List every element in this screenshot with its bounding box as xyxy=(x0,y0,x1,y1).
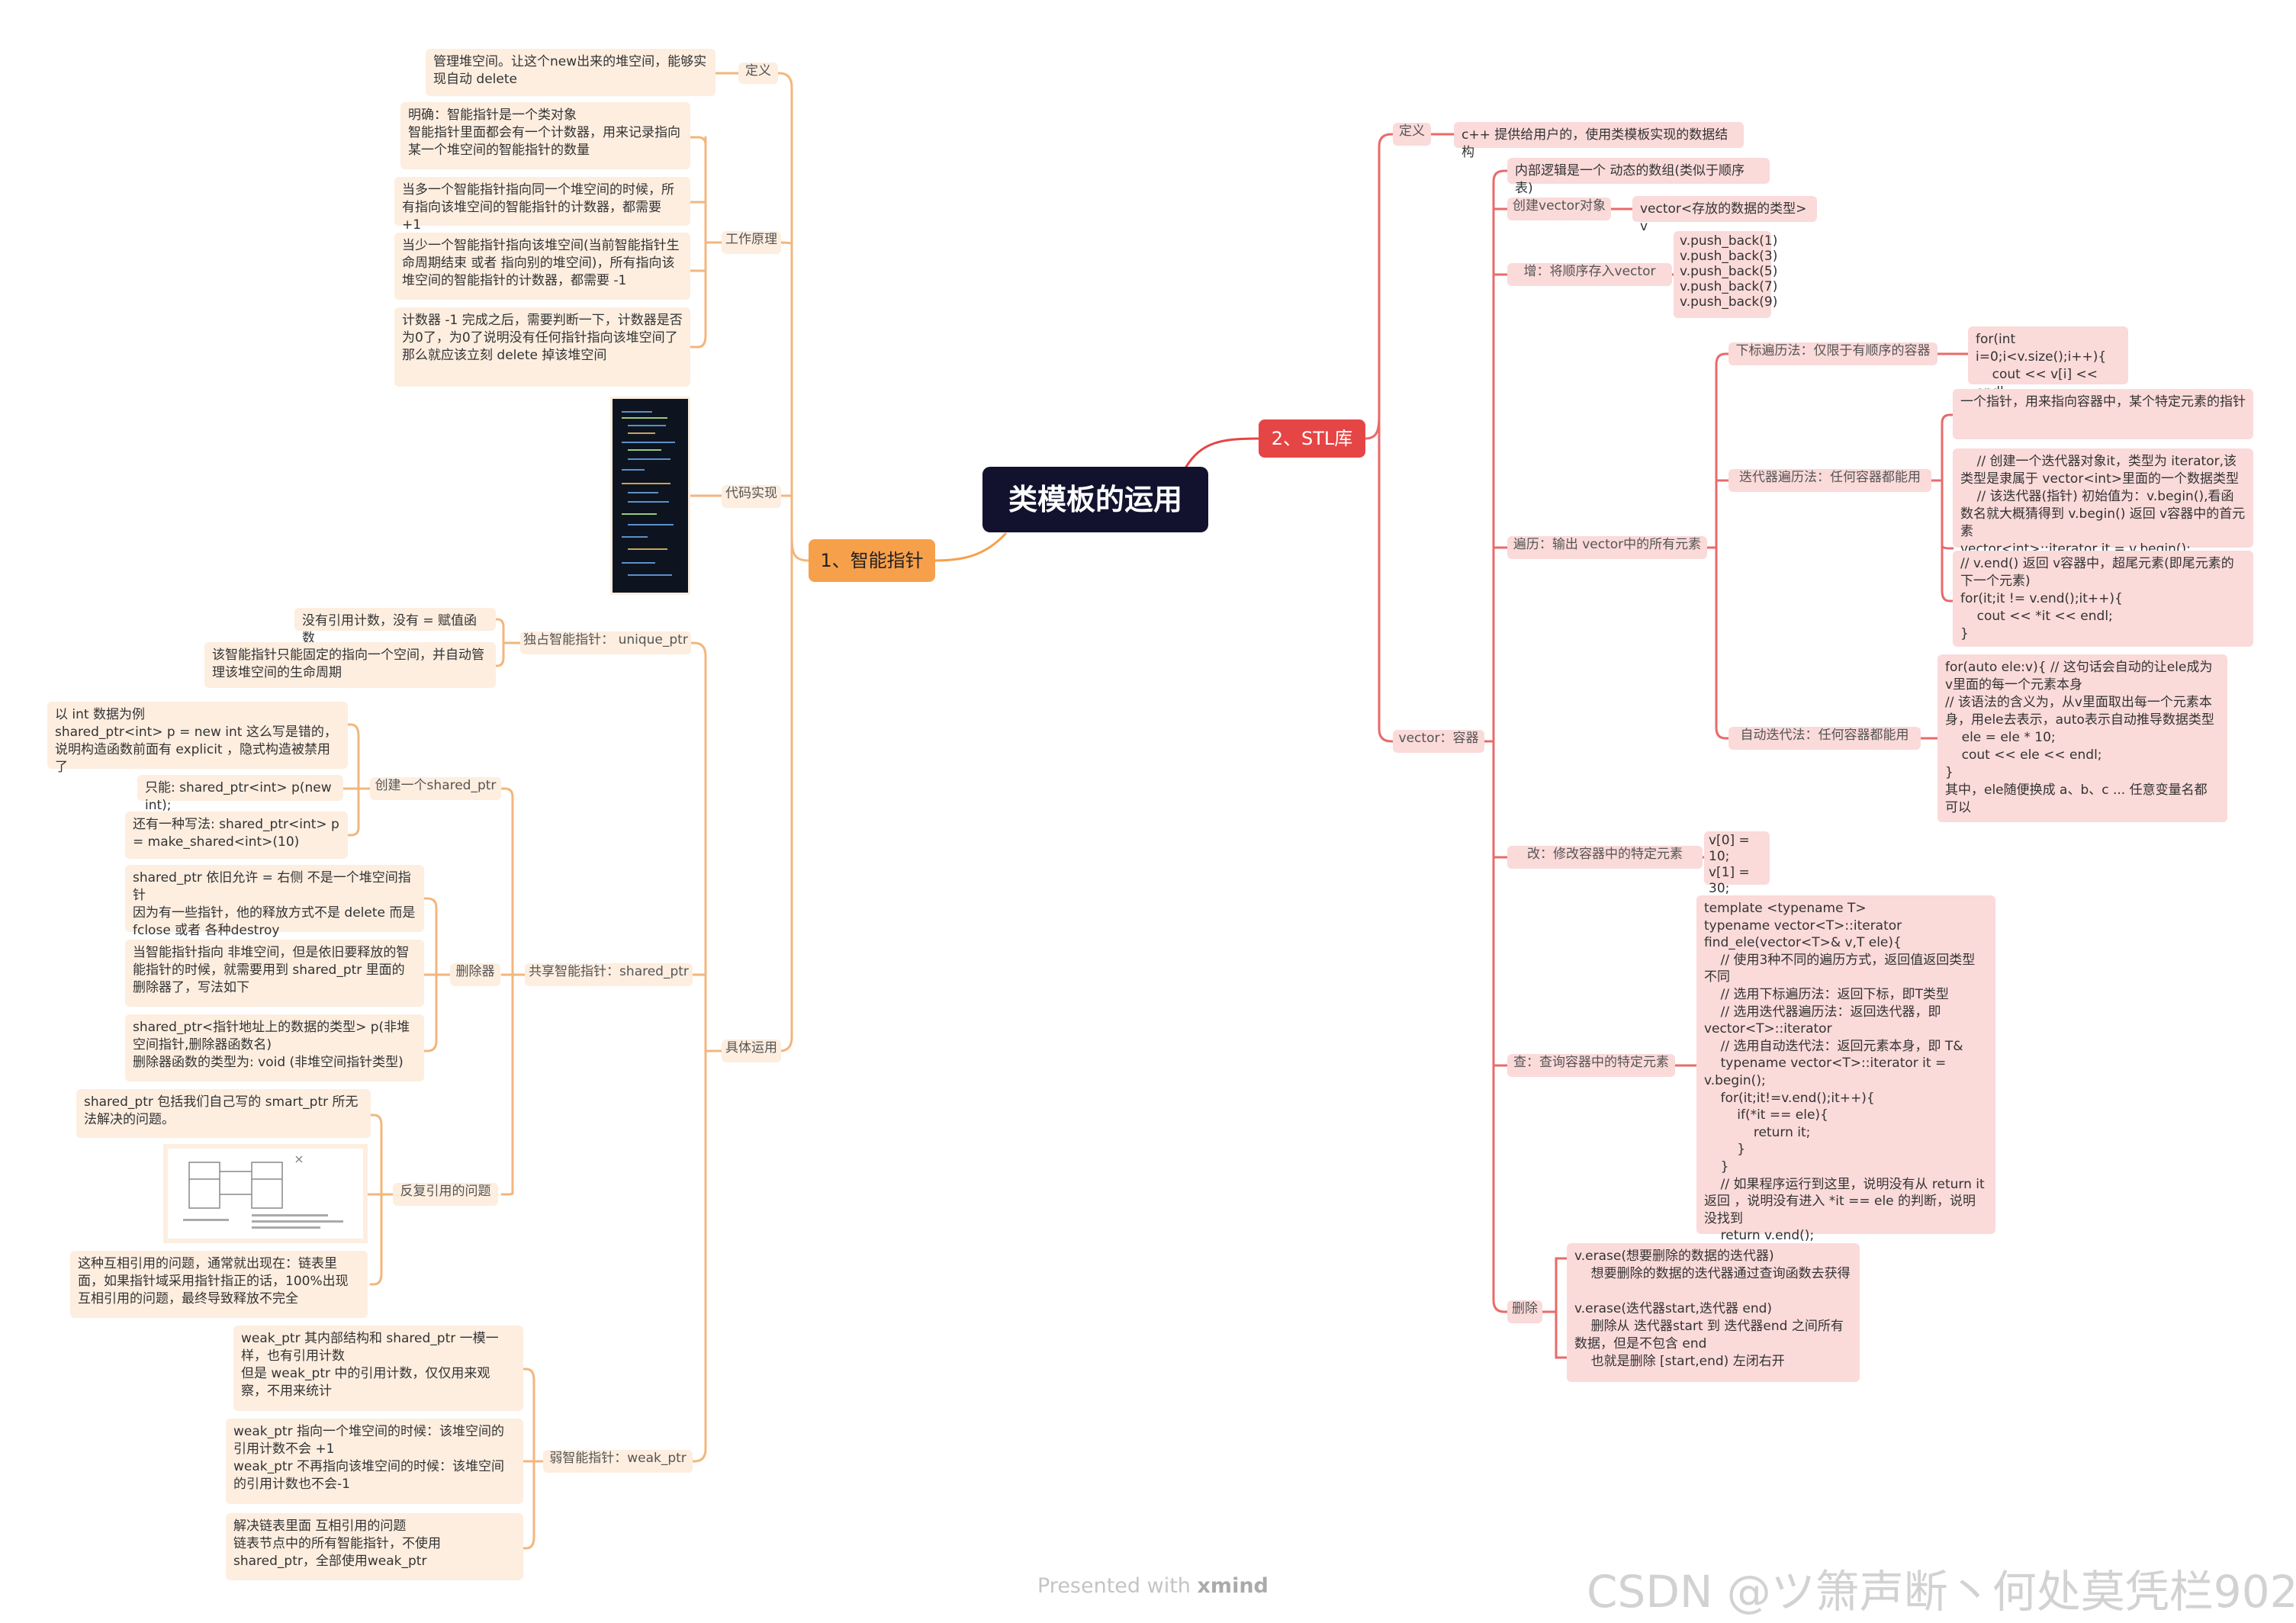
topic-auto-traversal[interactable]: 自动迭代法：任何容器都能用 xyxy=(1728,727,1921,750)
note-stl-definition: c++ 提供给用户的，使用类模板实现的数据结构 xyxy=(1454,122,1744,160)
note-deleter-3: shared_ptr<指针地址上的数据的类型> p(非堆空间指针,删除器函数名)… xyxy=(125,1014,424,1081)
central-topic[interactable]: 类模板的运用 xyxy=(982,467,1208,532)
note-cycle-2: 这种互相引用的问题，通常就出现在：链表里面，如果指针域采用指针指正的话，100%… xyxy=(70,1251,368,1318)
topic-working-principle[interactable]: 工作原理 xyxy=(722,231,781,254)
note-work-1: 明确：智能指针是一个类对象 智能指针里面都会有一个计数器，用来记录指向某一个堆空… xyxy=(400,102,690,169)
note-cycle-1: shared_ptr 包括我们自己写的 smart_ptr 所无法解决的问题。 xyxy=(76,1089,371,1138)
topic-vector-container[interactable]: vector：容器 xyxy=(1393,730,1484,753)
topic-unique-ptr[interactable]: 独占智能指针： unique_ptr xyxy=(520,632,691,654)
topic-create-shared-ptr[interactable]: 创建一个shared_ptr xyxy=(370,777,501,800)
note-modify-element: v[0] = 10; v[1] = 30; v[2] = 50; xyxy=(1704,831,1770,928)
note-vector-inner: 内部逻辑是一个 动态的数组(类似于顺序表) xyxy=(1507,158,1770,196)
footer-presented-text: Presented with xyxy=(1037,1574,1198,1598)
note-erase: v.erase(想要删除的数据的迭代器) 想要删除的数据的迭代器通过查询函数去获… xyxy=(1567,1243,1860,1382)
note-work-2: 当多一个智能指针指向同一个堆空间的时候，所有指向该堆空间的智能指针的计数器，都需… xyxy=(394,177,690,233)
topic-modify-element[interactable]: 改：修改容器中的特定元素 xyxy=(1507,846,1703,869)
note-work-3: 当少一个智能指针指向该堆空间(当前智能指针生命周期结束 或者 指向别的堆空间)，… xyxy=(394,233,690,300)
note-iterator-1: 一个指针，用来指向容器中，某个特定元素的指针 xyxy=(1953,389,2253,439)
branch-stl[interactable]: 2、STL库 xyxy=(1259,419,1365,458)
xmind-brand: xmind xyxy=(1197,1574,1269,1598)
topic-index-traversal[interactable]: 下标遍历法：仅限于有顺序的容器 xyxy=(1728,342,1937,365)
code-screenshot-image xyxy=(610,397,690,595)
topic-smart-definition[interactable]: 定义 xyxy=(738,63,778,84)
note-unique-1: 没有引用计数，没有 = 赋值函数 xyxy=(294,608,496,646)
note-create-vector: vector<存放的数据的类型> v xyxy=(1632,196,1817,234)
note-deleter-2: 当智能指针指向 非堆空间，但是依旧要释放的智能指针的时候，就需要用到 share… xyxy=(125,940,424,1007)
topic-circular-reference[interactable]: 反复引用的问题 xyxy=(393,1183,498,1206)
note-weak-3: 解决链表里面 互相引用的问题 链表节点中的所有智能指针，不使用 shared_p… xyxy=(226,1513,523,1580)
note-push-back: v.push_back(1) v.push_back(3) v.push_bac… xyxy=(1674,231,1777,318)
topic-weak-ptr[interactable]: 弱智能指针：weak_ptr xyxy=(543,1450,693,1473)
topic-deleter[interactable]: 删除器 xyxy=(450,963,500,986)
note-create-1: 以 int 数据为例 shared_ptr<int> p = new int 这… xyxy=(47,702,348,775)
topic-erase[interactable]: 删除 xyxy=(1507,1300,1542,1323)
topic-code-implementation[interactable]: 代码实现 xyxy=(722,485,781,508)
circular-reference-diagram-image xyxy=(163,1144,368,1243)
note-smart-definition: 管理堆空间。让这个new出来的堆空间，能够实现自动 delete xyxy=(426,49,715,96)
topic-create-vector[interactable]: 创建vector对象 xyxy=(1507,198,1611,220)
topic-find-element[interactable]: 查：查询容器中的特定元素 xyxy=(1507,1054,1675,1077)
csdn-watermark: CSDN @ツ箫声断丶何处莫凭栏902 xyxy=(1587,1566,2296,1618)
note-find-element: template <typename T> typename vector<T>… xyxy=(1696,895,1995,1261)
note-deleter-1: shared_ptr 依旧允许 = 右侧 不是一个堆空间指针 因为有一些指针，他… xyxy=(125,865,424,938)
note-weak-2: weak_ptr 指向一个堆空间的时候：该堆空间的引用计数不会 +1 weak_… xyxy=(226,1419,523,1504)
branch-smart-pointer[interactable]: 1、智能指针 xyxy=(809,539,935,582)
note-auto-traversal: for(auto ele:v){ // 这句话会自动的让ele成为v里面的每一个… xyxy=(1937,654,2227,822)
note-unique-2: 该智能指针只能固定的指向一个空间，并自动管理该堆空间的生命周期 xyxy=(204,642,496,688)
note-weak-1: weak_ptr 其内部结构和 shared_ptr 一模一样，也有引用计数 但… xyxy=(233,1326,523,1411)
topic-concrete-usage[interactable]: 具体运用 xyxy=(722,1040,781,1062)
note-create-2: 只能: shared_ptr<int> p(new int); xyxy=(137,775,343,813)
topic-iterator-traversal[interactable]: 迭代器遍历法：任何容器都能用 xyxy=(1728,469,1931,492)
note-index-traversal: for(int i=0;i<v.size();i++){ cout << v[i… xyxy=(1968,326,2128,417)
topic-stl-definition[interactable]: 定义 xyxy=(1393,123,1431,146)
note-work-4: 计数器 -1 完成之后，需要判断一下，计数器是否为0了，为0了说明没有任何指针指… xyxy=(394,307,690,387)
topic-shared-ptr[interactable]: 共享智能指针：shared_ptr xyxy=(525,963,693,986)
topic-traverse[interactable]: 遍历：输出 vector中的所有元素 xyxy=(1507,536,1707,559)
note-create-3: 还有一种写法: shared_ptr<int> p = make_shared<… xyxy=(125,812,348,859)
footer-presented-with: Presented with xmind xyxy=(1037,1574,1269,1598)
topic-add-elements[interactable]: 增：将顺序存入vector xyxy=(1507,263,1672,286)
note-iterator-3: // v.end() 返回 v容器中，超尾元素(即尾元素的下一个元素) for(… xyxy=(1953,551,2253,647)
note-iterator-2: // 创建一个迭代器对象it，类型为 iterator,该类型是隶属于 vect… xyxy=(1953,448,2253,557)
diagram-sketch xyxy=(183,1155,343,1229)
